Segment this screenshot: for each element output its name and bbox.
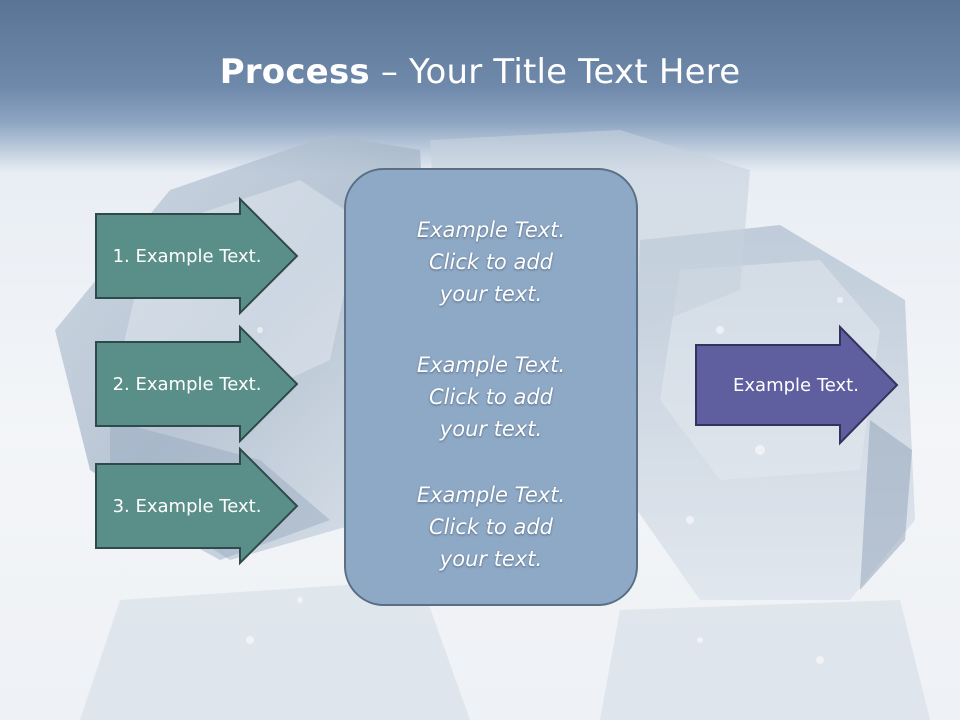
title-bold: Process — [219, 52, 370, 92]
slide-title: Process – Your Title Text Here — [0, 52, 960, 92]
block-line: Example Text. — [416, 483, 566, 507]
process-arrow-1[interactable]: 1. Example Text. — [94, 196, 299, 316]
process-arrow-2[interactable]: 2. Example Text. — [94, 324, 299, 444]
block-line: Click to add — [428, 385, 553, 409]
center-text-block-1: Example Text. Click to add your text. — [346, 214, 636, 310]
result-arrow[interactable]: Example Text. — [694, 324, 899, 446]
block-line: Example Text. — [416, 353, 566, 377]
arrow-label: 2. Example Text. — [112, 373, 262, 395]
block-line: Click to add — [428, 515, 553, 539]
arrow-label: 1. Example Text. — [112, 245, 262, 267]
arrow-shape-icon — [95, 324, 299, 444]
block-line: Example Text. — [416, 218, 566, 242]
center-text-box[interactable]: Example Text. Click to add your text. Ex… — [344, 168, 638, 606]
center-text-block-3: Example Text. Click to add your text. — [346, 479, 636, 575]
arrow-label: Example Text. — [733, 374, 859, 396]
block-line: Click to add — [428, 250, 553, 274]
block-line: your text. — [439, 282, 543, 306]
arrow-shape-icon — [695, 324, 899, 446]
title-rest: – Your Title Text Here — [369, 52, 741, 92]
process-arrow-3[interactable]: 3. Example Text. — [94, 446, 299, 566]
arrow-label: 3. Example Text. — [112, 495, 262, 517]
arrow-shape-icon — [95, 196, 299, 316]
center-text-block-2: Example Text. Click to add your text. — [346, 349, 636, 445]
block-line: your text. — [439, 547, 543, 571]
arrow-shape-icon — [95, 446, 299, 566]
block-line: your text. — [439, 417, 543, 441]
